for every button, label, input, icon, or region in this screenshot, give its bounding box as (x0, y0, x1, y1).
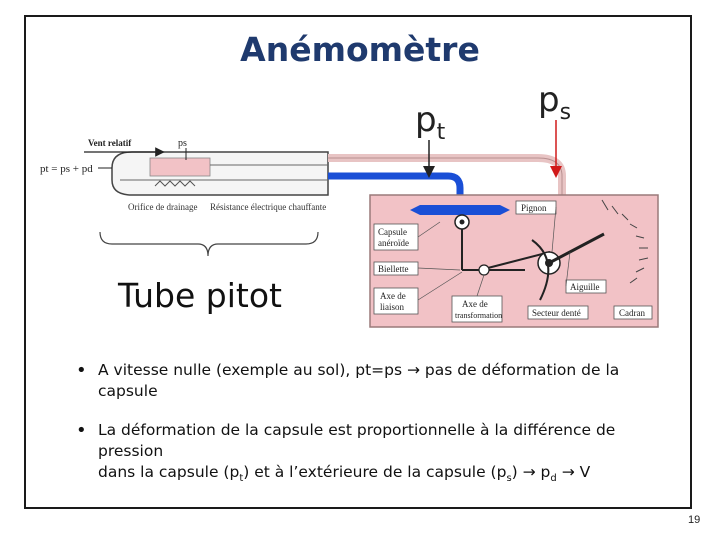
axe-transfo-label: Axe de (462, 299, 488, 309)
aiguille-label: Aiguille (570, 282, 600, 292)
bullet-item: • A vitesse nulle (exemple au sol), pt=p… (76, 360, 620, 400)
pitot-ps-label: ps (178, 138, 187, 149)
capsule-label: Capsule (378, 227, 407, 237)
axe-liaison-label: Axe de (380, 291, 406, 301)
pt-equation-label: pt = ps + pd (40, 163, 93, 175)
slide-title: Anémomètre (240, 30, 480, 69)
liaison-label: liaison (380, 302, 404, 312)
drainage-label: Orifice de drainage (128, 202, 197, 212)
bullet-dot-icon: • (76, 360, 87, 381)
tube-pitot-label: Tube pitot (118, 276, 282, 315)
pitot-sketch: Vent relatif ps pt = ps + pd Orifice de … (40, 138, 329, 257)
secteur-label: Secteur denté (532, 308, 581, 318)
transformation-label: transformation (455, 311, 502, 320)
slide-frame (24, 15, 692, 509)
instrument-mechanism: Pignon Capsule anéroïde Biellette Axe de… (369, 194, 659, 328)
pignon-label: Pignon (521, 203, 547, 213)
biellette-label: Biellette (378, 264, 409, 274)
heater-label: Résistance électrique chauffante (210, 202, 326, 212)
bullet-dot-icon: • (76, 420, 87, 441)
bullet-item: • La déformation de la capsule est propo… (76, 420, 616, 485)
bullet-list: • A vitesse nulle (exemple au sol), pt=p… (76, 360, 676, 489)
cadran-label: Cadran (619, 308, 645, 318)
aneroide-label: anéroïde (378, 238, 409, 248)
pt-label: pt (415, 100, 446, 145)
ps-label: ps (538, 80, 572, 125)
page-number: 19 (688, 514, 701, 526)
relative-wind-label: Vent relatif (88, 138, 132, 148)
